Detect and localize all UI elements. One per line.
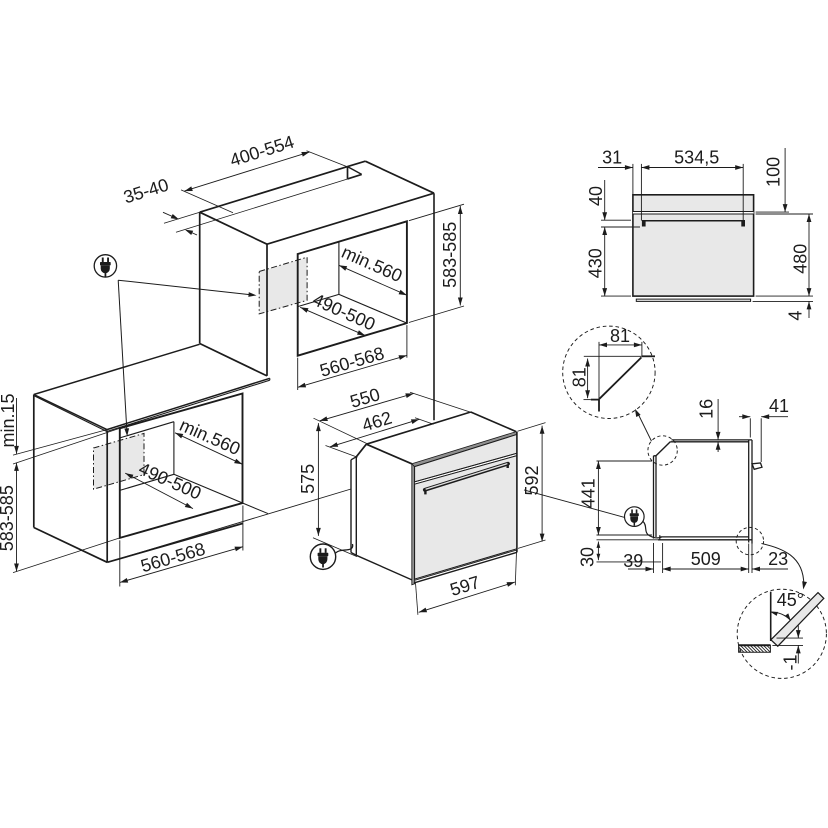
svg-text:-1: -1 — [781, 654, 801, 670]
svg-text:430: 430 — [586, 248, 606, 278]
svg-text:575: 575 — [298, 464, 318, 494]
svg-text:45°: 45° — [777, 590, 804, 610]
svg-text:81: 81 — [610, 326, 630, 346]
svg-text:480: 480 — [791, 244, 811, 274]
svg-text:31: 31 — [602, 147, 622, 167]
svg-text:441: 441 — [578, 478, 598, 508]
svg-text:41: 41 — [769, 396, 789, 416]
svg-text:534,5: 534,5 — [674, 147, 719, 167]
svg-text:23: 23 — [768, 549, 788, 569]
svg-text:30: 30 — [578, 547, 598, 567]
svg-text:583-585: 583-585 — [440, 222, 460, 288]
svg-text:min.15: min.15 — [0, 393, 18, 447]
svg-text:509: 509 — [691, 549, 721, 569]
svg-text:583-585: 583-585 — [0, 485, 17, 551]
svg-text:40: 40 — [586, 186, 606, 206]
svg-text:39: 39 — [623, 551, 643, 571]
svg-text:4: 4 — [786, 311, 806, 321]
svg-text:592: 592 — [522, 465, 542, 495]
svg-text:16: 16 — [696, 399, 716, 419]
svg-text:100: 100 — [764, 157, 784, 187]
svg-text:81: 81 — [570, 367, 590, 387]
